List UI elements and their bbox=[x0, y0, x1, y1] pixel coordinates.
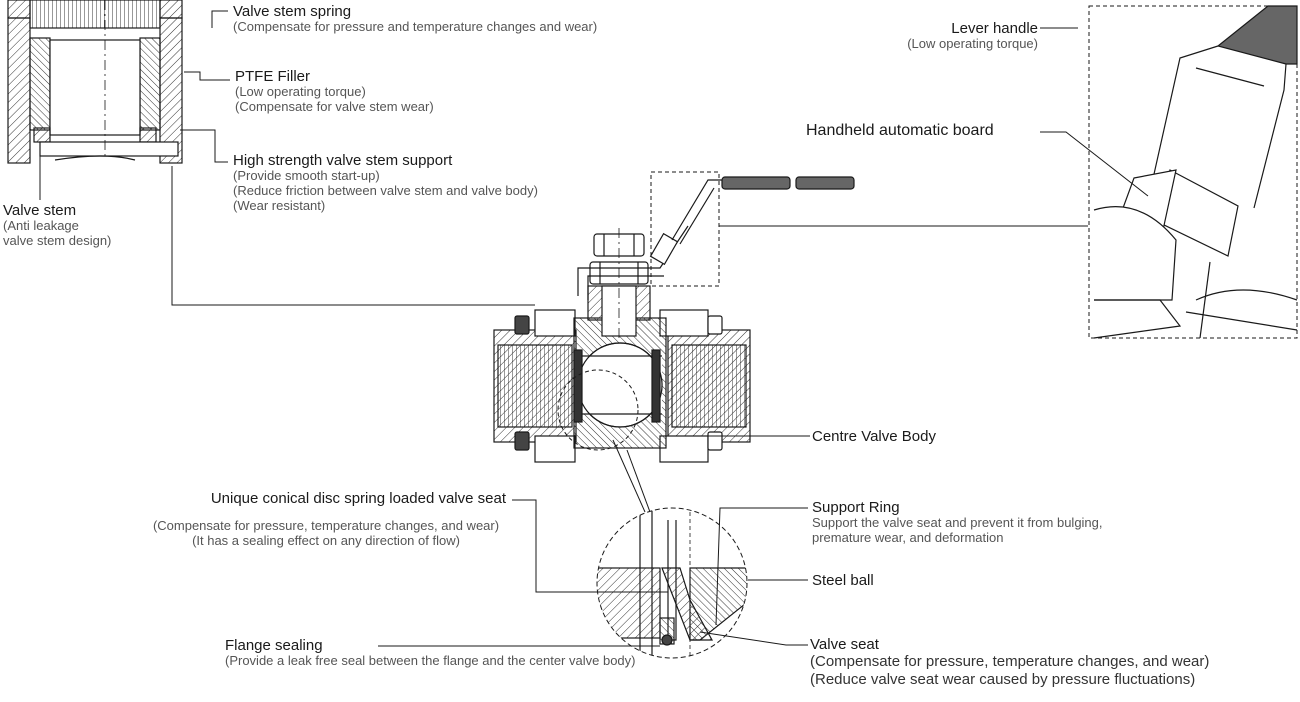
centre-body-title: Centre Valve Body bbox=[812, 428, 936, 445]
flange-sealing-label: Flange sealing (Provide a leak free seal… bbox=[225, 637, 635, 669]
conical-seat-notes: (Compensate for pressure, temperature ch… bbox=[120, 518, 532, 549]
stem-support-note-1: (Provide smooth start-up) bbox=[233, 168, 380, 184]
conical-seat-title: Unique conical disc spring loaded valve … bbox=[210, 490, 506, 507]
ptfe-filler-note-1: (Low operating torque) bbox=[235, 84, 366, 100]
valve-stem-note-1: (Anti leakage bbox=[3, 218, 79, 234]
lever-handle-label: Lever handle (Low operating torque) bbox=[907, 20, 1038, 52]
valve-stem-spring-note: (Compensate for pressure and temperature… bbox=[233, 19, 598, 35]
support-ring-title: Support Ring bbox=[812, 499, 900, 516]
stem-detail-view bbox=[7, 0, 183, 164]
valve-seat-label: Valve seat (Compensate for pressure, tem… bbox=[810, 636, 1209, 688]
leader-lines-handle-detail bbox=[1040, 27, 1149, 197]
stem-support-note-3: (Wear resistant) bbox=[233, 198, 326, 214]
stem-support-note-2: (Reduce friction between valve stem and … bbox=[233, 183, 538, 199]
flange-sealing-note: (Provide a leak free seal between the fl… bbox=[225, 653, 636, 669]
ball-valve-main bbox=[493, 171, 855, 463]
centre-body-label: Centre Valve Body bbox=[812, 428, 936, 445]
valve-stem-label: Valve stem (Anti leakage valve stem desi… bbox=[3, 202, 111, 249]
leader-lines-main bbox=[612, 225, 1088, 513]
handle-detail-view bbox=[1088, 5, 1298, 339]
flange-sealing-title: Flange sealing bbox=[225, 637, 323, 654]
steel-ball-label: Steel ball bbox=[812, 572, 874, 589]
valve-seat-note-1: (Compensate for pressure, temperature ch… bbox=[810, 653, 1210, 671]
ptfe-filler-note-2: (Compensate for valve stem wear) bbox=[235, 99, 434, 115]
ptfe-filler-title: PTFE Filler bbox=[235, 68, 310, 85]
support-ring-note-1: Support the valve seat and prevent it fr… bbox=[812, 515, 1103, 531]
handheld-board-title: Handheld automatic board bbox=[806, 122, 994, 139]
ptfe-filler-label: PTFE Filler (Low operating torque) (Comp… bbox=[235, 68, 434, 115]
valve-stem-note-2: valve stem design) bbox=[3, 233, 112, 249]
support-ring-note-2: premature wear, and deformation bbox=[812, 530, 1004, 546]
conical-seat-label: Unique conical disc spring loaded valve … bbox=[211, 490, 506, 507]
valve-seat-note-2: (Reduce valve seat wear caused by pressu… bbox=[810, 670, 1196, 688]
conical-seat-note-2: (It has a sealing effect on any directio… bbox=[192, 532, 460, 548]
valve-seat-title: Valve seat bbox=[810, 636, 879, 653]
valve-stem-spring-title: Valve stem spring bbox=[233, 3, 352, 20]
handheld-board-label: Handheld automatic board bbox=[806, 122, 994, 140]
support-ring-label: Support Ring Support the valve seat and … bbox=[812, 499, 1103, 546]
lever-handle-title: Lever handle bbox=[951, 20, 1038, 37]
conical-seat-note-1: (Compensate for pressure, temperature ch… bbox=[152, 518, 500, 533]
valve-stem-spring-label: Valve stem spring (Compensate for pressu… bbox=[233, 3, 597, 35]
leader-lines-stem-detail bbox=[39, 10, 535, 306]
stem-support-label: High strength valve stem support (Provid… bbox=[233, 152, 538, 214]
steel-ball-title: Steel ball bbox=[812, 572, 874, 589]
stem-support-title: High strength valve stem support bbox=[233, 152, 453, 169]
valve-stem-title: Valve stem bbox=[3, 202, 77, 219]
lever-handle-note: (Low operating torque) bbox=[907, 36, 1038, 52]
leader-lines-seat-detail bbox=[378, 499, 808, 647]
